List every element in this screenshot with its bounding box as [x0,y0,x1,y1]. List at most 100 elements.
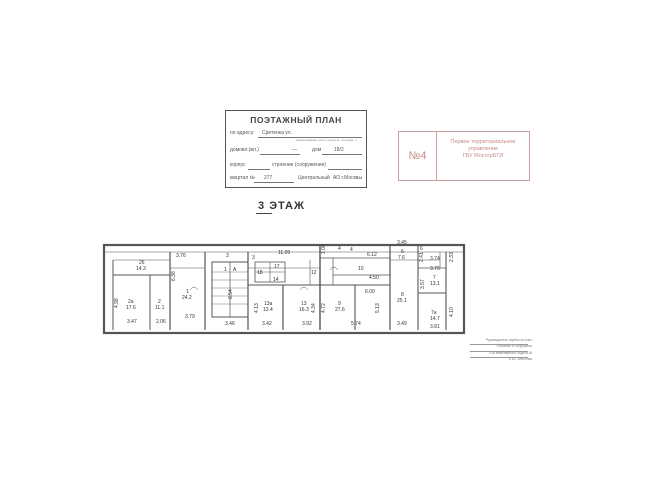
dimension-label: 3.46 [225,321,235,327]
dimension-label: 4.13 [254,303,260,313]
bti-line-2: управление [467,146,499,152]
dimension-label: 3.75 [430,266,440,272]
stroenie-rule [328,169,362,170]
room-label: 7a [431,310,437,316]
signature-rule [470,357,528,358]
room-label: 8 [401,292,404,298]
dimension-label: 4.72 [321,303,327,313]
dimension-label: 4 [338,246,341,252]
room-area: 13.1 [430,281,440,287]
house-value: 18/2 [334,147,344,153]
dimension-label: 3 [226,253,229,259]
room-label: A [233,267,237,273]
address-label: по адресу: [230,130,255,136]
dimension-label: 3.49 [397,321,407,327]
address-note: (наименование улиц, переулок, площадь...… [296,138,357,142]
dimension-label: 6.12 [367,252,377,258]
bti-number: №4 [399,132,437,180]
dimension-label: 3.57 [420,279,426,289]
house-rule [322,154,362,155]
room-labels: 26 14.3 2a 17.6 2 11.1 1 24.2 A 6.54 13a… [126,247,440,322]
building-label: домовл.(вл.) [230,147,259,153]
stamp-title: ПОЭТАЖНЫЙ ПЛАН [250,115,342,125]
dimension-label: 6.38 [171,271,177,281]
bti-line-1: Первое территориальное [450,139,516,145]
signature-rule [470,344,528,345]
room-label: 10 [358,266,364,272]
dimension-label: 3.76 [176,253,186,259]
dimension-label: 2.06 [156,319,166,325]
dimension-label: 1 [224,267,227,273]
room-label: 12 [311,270,317,276]
floor-label: 3 ЭТАЖ [258,200,305,212]
room-label: 13a [264,301,273,307]
kvartal-rule [254,182,294,183]
dimension-label: 2.33 [449,252,455,262]
signature-line-1: Руководитель группы по учет [485,338,532,342]
dimension-label: 4.34 [311,303,317,313]
room-area: 25.1 [397,298,407,304]
dimension-label: 1.00 [321,244,327,254]
dimension-label: 2.41 [419,252,425,262]
room-label: 2 [158,299,161,305]
room-area: 7.6 [398,255,405,261]
room-area: 6.54 [228,289,234,299]
address-rule [258,137,362,138]
building-dash: — [292,147,297,153]
room-area: 17.6 [126,305,136,311]
dimension-label: 5.74 [351,321,361,327]
room-area: 16.3 [299,307,309,313]
room-label: 7 [433,275,436,281]
address-value: Сретенка ул. [262,130,292,136]
bti-stamp: №4 Первое территориальное управление ГБУ… [398,131,530,181]
dimension-label: 3.92 [302,321,312,327]
floor-word: ЭТАЖ [269,200,305,212]
korpus-rule [248,169,270,170]
floor-underline [256,213,272,214]
room-area: 27.6 [335,307,345,313]
room-area: 24.2 [182,295,192,301]
house-label: дом [312,147,322,153]
room-label: 4 [350,247,353,253]
room-label: 1 [186,289,189,295]
room-label: 26 [139,260,145,266]
dimension-label: 6.00 [365,289,375,295]
dimension-label: 6 [420,246,423,252]
room-label: 2a [128,299,134,305]
room-area: 13.4 [263,307,273,313]
dimension-labels: 3.47 2.06 3.79 3.46 3.42 3.92 5.74 3.49 … [114,240,455,330]
signature-line-3: 3-го инженерного отдела Ш [488,350,532,355]
dimension-label: 3.45 [397,240,407,246]
dimension-label: 11.09 [278,250,290,256]
signature-line-4: Е.Ю. Злистова [508,356,532,361]
signature-rule [470,351,528,352]
bti-text: Первое территориальное управление ГБУ Мо… [439,139,527,160]
signature-line-2: строений и сооружени [496,344,532,349]
building-rule [260,154,300,155]
dimension-label: 3.81 [430,324,440,330]
dimension-label: 3.42 [262,321,272,327]
dimension-label: 3.79 [185,314,195,320]
dimension-label: 3.74 [430,256,440,262]
dimension-label: 4.10 [449,307,455,317]
room-label: 13 [301,301,307,307]
room-label: 14 [273,277,279,283]
signature-block: Руководитель группы по учет строений и с… [470,337,532,362]
room-area: 14.3 [136,266,146,272]
kvartal-label: квартал № [230,175,255,181]
room-label: 3 [252,255,255,261]
room-area: 11.1 [155,305,165,311]
dimension-label: 3.47 [127,319,137,325]
dimension-label: 4.50 [369,275,379,281]
dimension-label: 5.13 [375,303,381,313]
bti-line-3: ГБУ МосгорБТИ [462,153,504,159]
floor-number: 3 [258,200,266,212]
outer-wall [102,243,466,335]
korpus-label: корпус [230,162,246,168]
room-label: 17 [274,264,280,270]
room-label: 18 [257,270,263,276]
stroenie-label: строение (сооружение) [272,162,327,168]
room-label: 6 [401,249,404,255]
kvartal-value: 277 [264,175,273,181]
